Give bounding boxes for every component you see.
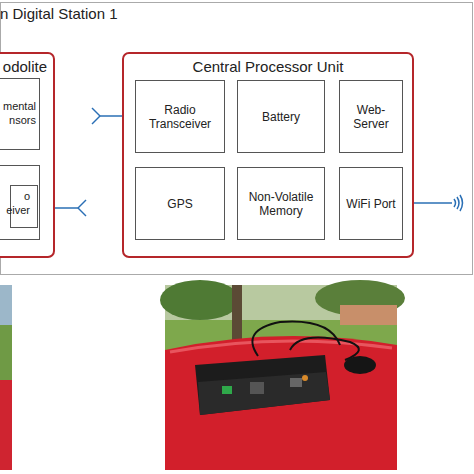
group-heading: Central Processor Unit [124,58,412,75]
photo [0,285,12,470]
component-box: mental nsors [0,78,40,150]
component-box: Non-Volatile Memory [237,167,325,240]
component-label: Web-Server [340,103,402,131]
component-label: Battery [258,110,304,124]
component-box: Radio Transceiver [135,80,225,153]
component-label: mental nsors [2,99,36,127]
component-label: WiFi Port [342,197,399,211]
component-label: Non-Volatile Memory [238,190,324,218]
group-box: odolite mental nsors o eiver [0,52,55,258]
component-label: Radio Transceiver [136,103,224,131]
component-label: GPS [163,197,196,211]
group-heading: odolite [2,58,47,75]
frame [1,3,473,275]
component-box: Web-Server [339,80,403,153]
component-box: Battery [237,80,325,153]
group-box: Central Processor UnitRadio Transceiver B… [122,52,414,258]
photo [160,280,405,470]
component-box: GPS [135,167,225,240]
diagram-title: n Digital Station 1 [0,5,118,22]
component-box: WiFi Port [339,167,403,240]
component-box: o eiver [0,165,40,240]
component-label: o eiver [2,189,30,217]
